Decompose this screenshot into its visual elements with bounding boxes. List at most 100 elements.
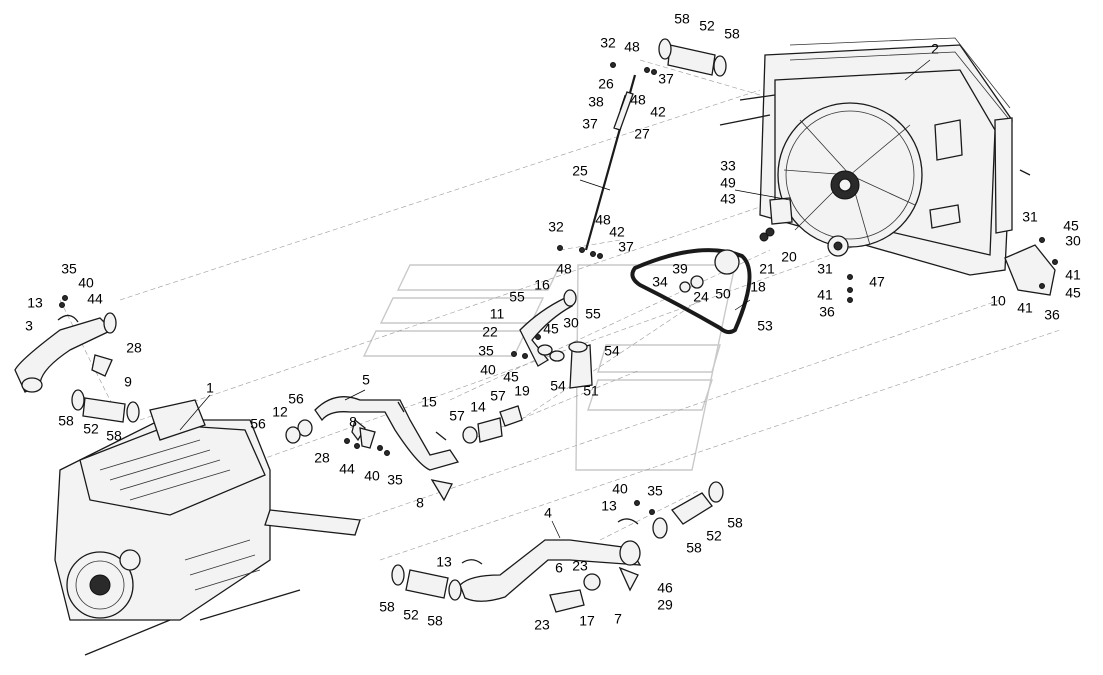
callout-57: 57 bbox=[449, 408, 465, 424]
callout-5: 5 bbox=[362, 372, 370, 388]
callout-9: 9 bbox=[124, 374, 132, 390]
callout-37: 37 bbox=[582, 116, 598, 132]
callout-45: 45 bbox=[1065, 285, 1081, 301]
callout-52: 52 bbox=[706, 528, 722, 544]
mount-bracket bbox=[1004, 244, 1056, 296]
callout-35: 35 bbox=[647, 483, 663, 499]
callout-33: 33 bbox=[720, 158, 736, 174]
pipe-5 bbox=[314, 396, 460, 471]
callout-40: 40 bbox=[480, 362, 496, 378]
callout-39: 39 bbox=[672, 261, 688, 277]
callout-53: 53 bbox=[757, 318, 773, 334]
callout-31: 31 bbox=[1022, 209, 1038, 225]
callout-58: 58 bbox=[727, 515, 743, 531]
radiator-assembly bbox=[719, 37, 1031, 276]
callout-51: 51 bbox=[583, 383, 599, 399]
callout-18: 18 bbox=[750, 279, 766, 295]
engine-assembly bbox=[54, 399, 361, 656]
callout-58: 58 bbox=[427, 613, 443, 629]
callout-25: 25 bbox=[572, 163, 588, 179]
fasteners bbox=[59, 62, 1058, 515]
callout-54: 54 bbox=[604, 343, 620, 359]
callout-54: 54 bbox=[550, 378, 566, 394]
clip-28 bbox=[91, 354, 113, 377]
callout-58: 58 bbox=[58, 413, 74, 429]
callout-52: 52 bbox=[403, 607, 419, 623]
callout-8: 8 bbox=[349, 414, 357, 430]
callout-46: 46 bbox=[657, 580, 673, 596]
callout-34: 34 bbox=[652, 274, 668, 290]
callout-38: 38 bbox=[588, 94, 604, 110]
callout-48: 48 bbox=[630, 92, 646, 108]
pulley bbox=[714, 249, 740, 275]
callout-labels: 2 58 52 58 32 48 26 37 38 48 42 37 27 25… bbox=[25, 11, 1081, 633]
callout-58: 58 bbox=[379, 599, 395, 615]
callout-32: 32 bbox=[548, 219, 564, 235]
callout-35: 35 bbox=[61, 261, 77, 277]
callout-8: 8 bbox=[416, 495, 424, 511]
callout-21: 21 bbox=[759, 261, 775, 277]
callout-52: 52 bbox=[699, 18, 715, 34]
callout-20: 20 bbox=[781, 249, 797, 265]
callout-30: 30 bbox=[1065, 233, 1081, 249]
callout-23: 23 bbox=[534, 617, 550, 633]
callout-13: 13 bbox=[601, 498, 617, 514]
callout-15: 15 bbox=[421, 394, 437, 410]
callout-40: 40 bbox=[364, 468, 380, 484]
callout-32: 32 bbox=[600, 35, 616, 51]
callout-41: 41 bbox=[1017, 300, 1033, 316]
callout-28: 28 bbox=[314, 450, 330, 466]
callout-57: 57 bbox=[490, 388, 506, 404]
callout-31: 31 bbox=[817, 261, 833, 277]
hose-52-right bbox=[671, 492, 713, 525]
callout-11: 11 bbox=[490, 306, 505, 322]
callout-30: 30 bbox=[563, 315, 579, 331]
bracket-8-lower bbox=[430, 479, 453, 502]
callout-16: 16 bbox=[534, 277, 550, 293]
callout-28: 28 bbox=[126, 340, 142, 356]
pipe-4 bbox=[459, 539, 642, 602]
callout-37: 37 bbox=[658, 71, 674, 87]
callout-29: 29 bbox=[657, 597, 673, 613]
callout-42: 42 bbox=[609, 224, 625, 240]
callout-58: 58 bbox=[106, 428, 122, 444]
callout-44: 44 bbox=[87, 291, 103, 307]
callout-48: 48 bbox=[595, 212, 611, 228]
callout-56: 56 bbox=[250, 416, 266, 432]
callout-3: 3 bbox=[25, 318, 33, 334]
callout-1: 1 bbox=[206, 380, 214, 396]
callout-43: 43 bbox=[720, 191, 736, 207]
callout-7: 7 bbox=[614, 611, 622, 627]
callout-27: 27 bbox=[634, 126, 650, 142]
callout-19: 19 bbox=[514, 383, 530, 399]
hose-upper-right bbox=[658, 38, 727, 77]
callout-58: 58 bbox=[674, 11, 690, 27]
hose-52-bottom bbox=[405, 569, 449, 599]
callout-2: 2 bbox=[931, 41, 939, 57]
callout-24: 24 bbox=[693, 289, 709, 305]
callout-36: 36 bbox=[819, 304, 835, 320]
callout-40: 40 bbox=[78, 275, 94, 291]
callout-56: 56 bbox=[288, 391, 304, 407]
callout-22: 22 bbox=[482, 324, 498, 340]
callout-13: 13 bbox=[27, 295, 43, 311]
callout-48: 48 bbox=[556, 261, 572, 277]
callout-26: 26 bbox=[598, 76, 614, 92]
callout-12: 12 bbox=[272, 404, 288, 420]
callout-49: 49 bbox=[720, 175, 736, 191]
callout-35: 35 bbox=[387, 472, 403, 488]
callout-55: 55 bbox=[509, 289, 525, 305]
callout-58: 58 bbox=[686, 540, 702, 556]
clamp-23 bbox=[549, 589, 585, 613]
callout-45: 45 bbox=[503, 369, 519, 385]
callout-10: 10 bbox=[990, 293, 1006, 309]
clip-46 bbox=[618, 566, 639, 592]
bracket-8-upper bbox=[359, 427, 376, 449]
callout-55: 55 bbox=[585, 306, 601, 322]
leader-lines bbox=[179, 59, 931, 539]
callout-58: 58 bbox=[724, 26, 740, 42]
callout-42: 42 bbox=[650, 104, 666, 120]
callout-23: 23 bbox=[572, 558, 588, 574]
callout-52: 52 bbox=[83, 421, 99, 437]
